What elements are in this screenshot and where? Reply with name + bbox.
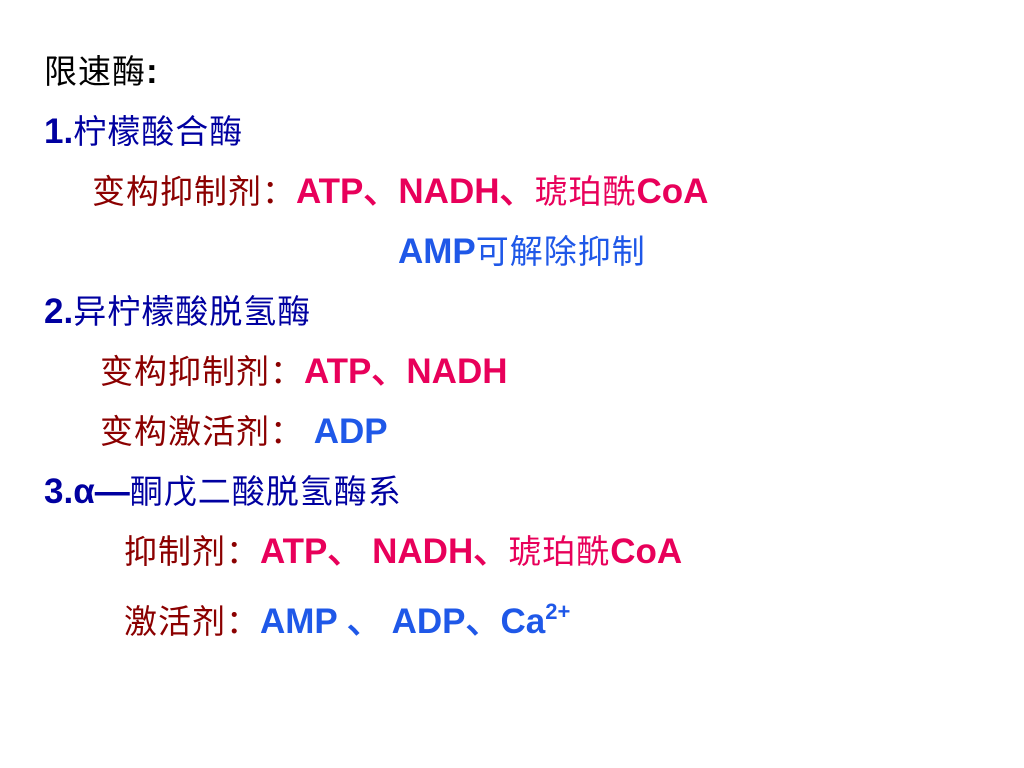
item-3-inhibitors: 抑制剂：ATP、 NADH、琥珀酰CoA <box>124 532 682 572</box>
item-2-activator-list: ADP <box>304 412 388 451</box>
item-2-inhibitor-list: ATP、NADH <box>304 352 508 391</box>
item-3-inhibitor-list: ATP、 NADH、 <box>260 532 509 571</box>
item-1-inhibitors: 变构抑制剂：ATP、NADH、琥珀酰CoA <box>92 172 708 212</box>
item-1-relief: AMP可解除抑制 <box>398 232 646 272</box>
item-2-activators: 变构激活剂： ADP <box>100 412 388 452</box>
title-colon: : <box>146 52 158 91</box>
item-1-inhibitor-coa: CoA <box>636 172 709 211</box>
title-text: 限速酶 <box>44 52 146 91</box>
item-1-inhibitor-list: ATP、NADH、 <box>296 172 535 211</box>
item-1-relief-amp: AMP <box>398 232 476 271</box>
item-2-inhibitors: 变构抑制剂：ATP、NADH <box>100 352 508 392</box>
item-3-enzyme: 酮戊二酸脱氢酶系 <box>129 472 402 511</box>
item-2-enzyme: 异柠檬酸脱氢酶 <box>73 292 312 331</box>
slide-title: 限速酶: <box>44 52 158 92</box>
item-3-number: 3.α— <box>44 472 130 511</box>
item-3-activators: 激活剂：AMP 、 ADP、Ca2+ <box>124 592 570 642</box>
item-3-activator-label: 激活剂： <box>124 602 260 641</box>
item-3-activator-charge: 2+ <box>545 599 571 624</box>
item-2-heading: 2.异柠檬酸脱氢酶 <box>44 292 311 332</box>
item-1-relief-text: 可解除抑制 <box>475 232 646 271</box>
item-2-number: 2. <box>44 292 74 331</box>
item-2-inhibitor-label: 变构抑制剂： <box>100 352 304 391</box>
item-1-inhibitor-label: 变构抑制剂： <box>92 172 296 211</box>
item-1-inhibitor-succinyl: 琥珀酰 <box>534 172 637 211</box>
item-1-number: 1. <box>44 112 74 151</box>
item-3-heading: 3.α—酮戊二酸脱氢酶系 <box>44 472 402 512</box>
item-1-enzyme: 柠檬酸合酶 <box>73 112 244 151</box>
item-3-inhibitor-label: 抑制剂： <box>124 532 260 571</box>
item-3-inhibitor-succinyl: 琥珀酰 <box>508 532 611 571</box>
item-3-activator-list: AMP 、 ADP、Ca <box>260 602 546 641</box>
item-3-inhibitor-coa: CoA <box>610 532 683 571</box>
item-2-activator-label: 变构激活剂： <box>100 412 304 451</box>
item-1-heading: 1.柠檬酸合酶 <box>44 112 243 152</box>
